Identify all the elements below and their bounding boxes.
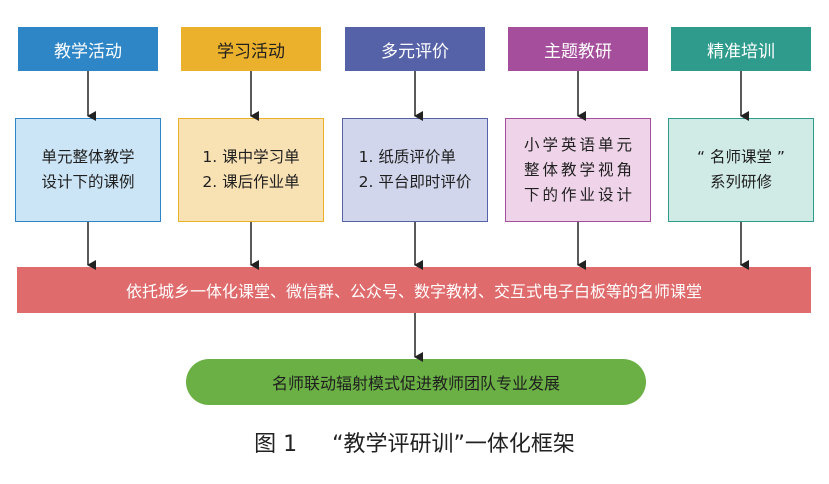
header-label: 教学活动 — [54, 41, 122, 62]
box-text: 1. 纸质评价单 2. 平台即时评价 — [359, 145, 472, 195]
box-line: 小学英语单元 — [524, 135, 632, 154]
figure-caption: 图 1 “教学评研训”一体化框架 — [0, 426, 829, 458]
figure-label: 图 1 — [254, 432, 298, 457]
header-label: 学习活动 — [217, 41, 285, 62]
box-learning-activity: 1. 课中学习单 2. 课后作业单 — [178, 118, 324, 222]
platform-bar: 依托城乡一体化课堂、微信群、公众号、数字教材、交互式电子白板等的名师课堂 — [17, 267, 811, 313]
header-label: 多元评价 — [381, 41, 449, 62]
box-line: “ 名师课堂 ” — [697, 148, 785, 166]
box-text: 单元整体教学 设计下的课例 — [41, 145, 134, 195]
box-line: 整体教学视角 — [524, 160, 632, 179]
box-line: 设计下的课例 — [41, 173, 135, 191]
box-line: 下的作业设计 — [524, 185, 632, 204]
box-line: 2. 课后作业单 — [202, 173, 300, 191]
box-line: 单元整体教学 — [41, 148, 135, 166]
header-diverse-evaluation: 多元评价 — [345, 27, 485, 71]
box-text: “ 名师课堂 ” 系列研修 — [697, 145, 785, 195]
box-line: 2. 平台即时评价 — [358, 173, 472, 191]
box-text: 1. 课中学习单 2. 课后作业单 — [202, 145, 299, 195]
figure-title: “教学评研训”一体化框架 — [332, 432, 575, 457]
header-label: 主题教研 — [544, 41, 612, 62]
header-precise-training: 精准培训 — [671, 27, 811, 71]
box-line: 1. 纸质评价单 — [358, 148, 456, 166]
header-teaching-activity: 教学活动 — [18, 27, 158, 71]
box-teaching-activity: 单元整体教学 设计下的课例 — [15, 118, 161, 222]
outcome-pill: 名师联动辐射模式促进教师团队专业发展 — [186, 359, 646, 405]
header-theme-research: 主题教研 — [508, 27, 648, 71]
box-diverse-evaluation: 1. 纸质评价单 2. 平台即时评价 — [342, 118, 488, 222]
caption-gap — [297, 432, 332, 457]
outcome-pill-text: 名师联动辐射模式促进教师团队专业发展 — [271, 374, 560, 393]
platform-bar-text: 依托城乡一体化课堂、微信群、公众号、数字教材、交互式电子白板等的名师课堂 — [125, 282, 702, 301]
box-theme-research: 小学英语单元 整体教学视角 下的作业设计 — [505, 118, 651, 222]
header-learning-activity: 学习活动 — [181, 27, 321, 71]
box-text: 小学英语单元 整体教学视角 下的作业设计 — [524, 133, 632, 208]
box-precise-training: “ 名师课堂 ” 系列研修 — [668, 118, 814, 222]
box-line: 1. 课中学习单 — [202, 148, 300, 166]
box-line: 系列研修 — [709, 173, 772, 191]
header-label: 精准培训 — [707, 41, 775, 62]
